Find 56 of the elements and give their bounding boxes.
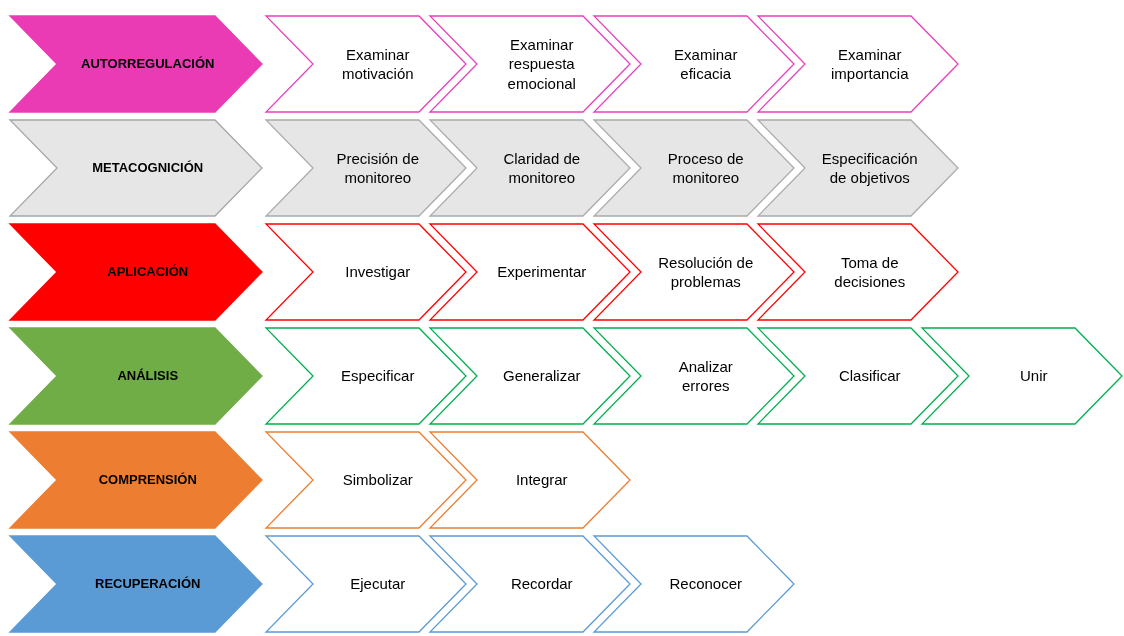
step-banner [594, 120, 794, 216]
step-label: Precisión de monitoreo [335, 148, 420, 188]
level-banner [10, 536, 262, 632]
step-banner [430, 224, 630, 320]
level-banner [10, 16, 262, 112]
step-banner [758, 120, 958, 216]
step-banner [266, 120, 466, 216]
step-banner [266, 328, 466, 424]
step-label: Examinar importancia [829, 44, 910, 84]
step-label: Examinar eficacia [673, 44, 739, 84]
step-label: Recordar [510, 574, 573, 594]
step-banner [430, 432, 630, 528]
step-banner [430, 16, 630, 112]
level-banner [10, 328, 262, 424]
step-label: Simbolizar [342, 470, 413, 490]
step-banner [430, 328, 630, 424]
step-banner [758, 16, 958, 112]
step-banner [594, 16, 794, 112]
level-banner [10, 432, 262, 528]
step-banner [430, 120, 630, 216]
step-label: Reconocer [669, 574, 742, 594]
step-label: Generalizar [502, 366, 581, 386]
level-label: RECUPERACIÓN [95, 575, 201, 593]
step-label: Resolución de problemas [657, 252, 755, 292]
step-banner [594, 328, 794, 424]
step-label: Especificar [341, 366, 415, 386]
step-label: Proceso de monitoreo [666, 148, 745, 188]
step-label: Integrar [515, 470, 568, 490]
step-banner [594, 536, 794, 632]
step-label: Clasificar [838, 366, 901, 386]
level-label: AUTORREGULACIÓN [81, 55, 215, 73]
step-banner [266, 536, 466, 632]
step-label: Experimentar [497, 262, 587, 282]
level-label: APLICACIÓN [107, 263, 189, 281]
level-label: COMPRENSIÓN [98, 471, 197, 489]
step-label: Examinar respuesta emocional [506, 34, 577, 94]
step-label: Analizar errores [677, 356, 734, 396]
step-banner [266, 432, 466, 528]
step-label: Claridad de monitoreo [502, 148, 582, 188]
step-banner [758, 328, 958, 424]
step-label: Unir [1020, 366, 1048, 386]
step-banner [922, 328, 1122, 424]
step-banner [758, 224, 958, 320]
step-label: Investigar [345, 262, 411, 282]
step-banner [266, 224, 466, 320]
level-label: ANÁLISIS [117, 367, 179, 385]
step-banner [594, 224, 794, 320]
level-banner [10, 120, 262, 216]
step-label: Especificación de objetivos [820, 148, 919, 188]
step-banner [266, 16, 466, 112]
step-banner [430, 536, 630, 632]
step-label: Ejecutar [350, 574, 406, 594]
step-label: Toma de decisiones [833, 252, 907, 292]
step-label: Examinar motivación [340, 44, 415, 84]
level-label: METACOGNICIÓN [92, 159, 204, 177]
level-banner [10, 224, 262, 320]
